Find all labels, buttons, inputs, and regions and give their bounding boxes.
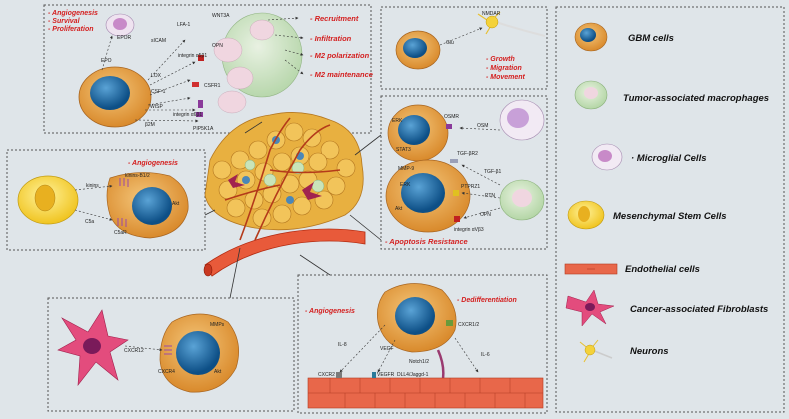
label-cxcr2: CXCR2 (318, 372, 335, 378)
legend-microglia-icon (591, 143, 623, 171)
label-m2-maintenance: - M2 maintenance (310, 70, 373, 79)
label-cxcr4: CXCR4 (158, 369, 175, 375)
legend-icons (564, 22, 623, 363)
label-movement: - Movement (486, 74, 526, 81)
label-infiltration: - Infiltration (310, 34, 352, 43)
label-erk-2: ERK (400, 182, 411, 188)
label-vegf: VEGF (380, 346, 394, 352)
label-tgfb1: TGF-β1 (484, 169, 502, 175)
label-c5a: C5a (85, 219, 94, 225)
panel-top-left (43, 4, 372, 134)
label-apoptosis-resistance: - Apoptosis Resistance (385, 237, 468, 246)
blood-vessel (204, 228, 366, 277)
legend-fibroblast-label: Cancer-associated Fibroblasts (630, 304, 768, 315)
tumor-mass (204, 112, 364, 241)
label-mmp9: MMP-9 (398, 166, 414, 172)
label-opn: OPN (212, 43, 223, 49)
label-angiogenesis-3: - Angiogenesis (305, 308, 355, 315)
label-csf1: CSF-1 (151, 89, 166, 95)
label-growth: - Growth (486, 56, 515, 63)
label-opn-2: OPN (480, 212, 491, 218)
label-lfa1: LFA-1 (177, 22, 191, 28)
label-m2-polarization: - M2 polarization (310, 51, 370, 60)
label-c5ar: C5aR (114, 230, 127, 236)
panel-bottom-right (297, 274, 548, 414)
legend-gbm-label: GBM cells (628, 33, 674, 44)
label-proliferation: - Proliferation (48, 26, 94, 33)
label-cxcr12: CXCR1/2 (458, 322, 479, 328)
label-b2m: β2M (145, 122, 155, 128)
bottom-right-content (307, 283, 544, 409)
label-epor: EPOR (117, 35, 132, 41)
label-ptprz1: PTPRZ1 (461, 184, 480, 190)
label-stat3: STAT3 (396, 147, 411, 153)
label-ptn: PTN (485, 193, 495, 199)
label-migration: - Migration (486, 65, 522, 72)
label-vegfr: VEGFR (377, 372, 395, 378)
label-angiogenesis-2: - Angiogenesis (128, 160, 178, 167)
label-dll4-jagged1: DLL4/Jaggd-1 (397, 372, 429, 378)
mid-right-content (385, 99, 545, 233)
legend-msc-icon (567, 200, 605, 230)
label-integrin-avb3: integrin αVβ3 (454, 227, 484, 233)
label-lox: LOX (151, 73, 162, 79)
legend-macrophage-icon (574, 80, 608, 110)
panel-bottom-left (47, 297, 295, 412)
label-survival: - Survival (48, 18, 81, 25)
label-wisp: WISP (150, 104, 163, 110)
label-recruitment: - Recruitment (310, 14, 359, 23)
label-integrin-a6b1: integrin α6β1 (173, 112, 202, 118)
mid-left-content (17, 172, 189, 239)
label-il8: IL-8 (338, 342, 347, 348)
label-mmps: MMPs (210, 322, 225, 328)
label-epo: EPO (101, 58, 112, 64)
label-csfr1: CSFR1 (204, 83, 221, 89)
label-angiogenesis-1: - Angiogenesis (48, 10, 98, 17)
legend-fibroblast-icon (565, 289, 615, 327)
label-kinins: kinins (86, 183, 99, 189)
label-dedifferentiation: - Dedifferentiation (457, 297, 517, 304)
legend-neuron-icon (579, 339, 613, 363)
label-erk-1: ERK (392, 118, 403, 124)
label-tgfbr2: TGF-βR2 (457, 151, 478, 157)
legend-gbm-icon (574, 22, 608, 52)
label-osmr: OSMR (444, 114, 459, 120)
label-glu: Glu (446, 40, 454, 46)
legend-msc-label: Mesenchymal Stem Cells (613, 211, 727, 222)
label-cxcl12: CXCR12 (124, 348, 144, 354)
bottom-left-content (57, 309, 239, 393)
label-akt-3: Akt (214, 369, 222, 375)
panel-mid-left (6, 149, 206, 251)
legend-endothelial-label: Endothelial cells (625, 264, 700, 275)
label-pip5k1a: PIP5K1A (193, 126, 214, 132)
label-sicam: sICAM (151, 38, 166, 44)
panel-mid-right (380, 95, 548, 250)
label-kinins-b12: kinins-B1/2 (125, 173, 150, 179)
label-notch12: Notch1/2 (409, 359, 429, 365)
label-integrin-a5b1: integrin α5β1 (178, 53, 207, 59)
label-il6: IL-6 (481, 352, 490, 358)
legend-macrophage-label: Tumor-associated macrophages (623, 93, 769, 104)
neuron-panel-content (395, 11, 546, 70)
label-akt-1: Akt (395, 206, 403, 212)
label-wnt3a: WNT3A (212, 13, 230, 19)
top-left-content (78, 12, 304, 128)
legend-panel (555, 6, 785, 413)
label-osm: OSM (477, 123, 488, 129)
label-nmda: NMDAR (482, 11, 501, 17)
legend-endothelial-icon (564, 263, 618, 275)
legend-microglia-label: · Microglial Cells (631, 153, 707, 164)
label-akt-2: Akt (172, 201, 180, 207)
legend-neuron-label: Neurons (630, 346, 669, 357)
